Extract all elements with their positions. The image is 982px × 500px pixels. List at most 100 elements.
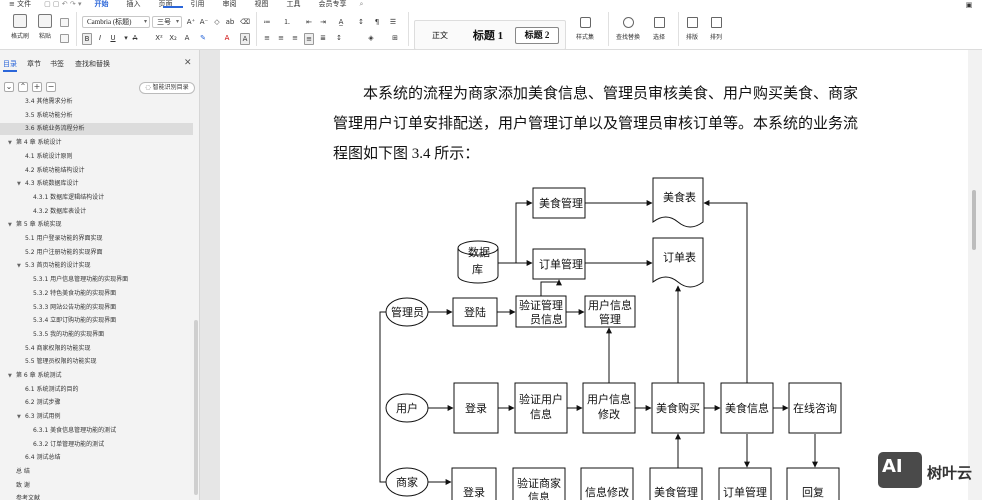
increase-indent-icon[interactable]: ⇥ <box>320 18 326 26</box>
decrease-indent-icon[interactable]: ⇤ <box>306 18 312 26</box>
search-icon[interactable]: ⌕ <box>359 0 364 8</box>
style-normal[interactable]: 正文 <box>432 31 448 40</box>
border-icon[interactable]: ⊞ <box>392 34 398 42</box>
tab-view[interactable]: 视图 <box>254 0 269 8</box>
toc-item[interactable]: 5.3.2 特色美食功能的实现界面 <box>0 288 199 300</box>
toc-item[interactable]: 3.4 其他需求分析 <box>0 96 199 108</box>
align-center-icon[interactable]: ≡ <box>278 34 284 42</box>
close-icon[interactable]: ✕ <box>184 58 192 68</box>
shrink-font-icon[interactable]: A⁻ <box>199 18 209 26</box>
toc-item[interactable]: ▼第 4 章 系统设计 <box>0 137 199 149</box>
toc-item[interactable]: ▼5.3 首页功能的设计实现 <box>0 260 199 272</box>
align-left-icon[interactable]: ≡ <box>264 34 270 42</box>
tab-tools[interactable]: 工具 <box>286 0 301 8</box>
underline-dropdown-icon[interactable]: ▾ <box>124 34 128 42</box>
tab-insert[interactable]: 插入 <box>126 0 141 8</box>
collapse-ribbon-icon[interactable]: ▣ <box>965 1 973 9</box>
nav-tab-find-replace[interactable]: 查找和替换 <box>75 60 110 68</box>
tab-page[interactable]: 页面 <box>158 0 173 8</box>
remove-heading-icon[interactable]: − <box>46 82 56 92</box>
toc-item[interactable]: 5.4 商家权限的功能实现 <box>0 343 199 355</box>
italic-button[interactable]: I <box>98 34 102 42</box>
superscript-button[interactable]: X² <box>155 34 163 42</box>
toc-item[interactable]: 4.3.1 数据库逻辑结构设计 <box>0 192 199 204</box>
toc-item[interactable]: ▼第 5 章 系统实现 <box>0 219 199 231</box>
select-button[interactable]: 选择 <box>653 17 665 41</box>
toc-item[interactable]: 致 谢 <box>0 480 199 492</box>
collapse-icon[interactable]: ⌄ <box>4 82 14 92</box>
toc-item[interactable]: 3.6 系统业务流程分析 <box>0 123 193 136</box>
align-right-icon[interactable]: ≡ <box>292 34 298 42</box>
toc-item[interactable]: 6.4 测试总结 <box>0 452 199 464</box>
arrange-button[interactable]: 排列 <box>710 17 722 41</box>
nav-tab-toc[interactable]: 目录 <box>3 60 17 68</box>
find-replace-button[interactable]: 查找替换 <box>616 17 640 41</box>
toc-item[interactable]: 5.1 用户登录功能的界面实现 <box>0 233 199 245</box>
shading-icon[interactable]: ◈ <box>368 34 374 42</box>
bullet-list-icon[interactable]: ≔ <box>263 18 271 26</box>
toc-item[interactable]: 参考文献 <box>0 493 199 500</box>
copy-icon[interactable] <box>60 34 69 43</box>
tab-home[interactable]: 开始 <box>94 0 109 8</box>
expand-caret-icon[interactable]: ▼ <box>17 181 21 188</box>
toc-item[interactable]: 3.5 系统功能分析 <box>0 110 199 122</box>
paste-button[interactable]: 粘贴 <box>32 14 58 40</box>
scroll-thumb[interactable] <box>972 190 976 250</box>
tab-review[interactable]: 审阅 <box>222 0 237 8</box>
cut-icon[interactable] <box>60 18 69 27</box>
style-heading-1[interactable]: 标题 1 <box>472 30 504 42</box>
expand-caret-icon[interactable]: ▼ <box>8 373 12 379</box>
expand-caret-icon[interactable]: ▼ <box>8 140 12 147</box>
nav-scrollbar[interactable] <box>194 320 198 495</box>
toc-item[interactable]: 5.3.3 网站公告功能的实现界面 <box>0 302 199 314</box>
bold-button[interactable]: B <box>82 33 92 45</box>
chinese-layout-icon[interactable]: A̲ <box>338 18 344 26</box>
text-effect-icon[interactable]: A <box>184 34 190 42</box>
subscript-button[interactable]: X₂ <box>169 34 177 42</box>
toc-item[interactable]: 5.3.5 我的功能的实现界面 <box>0 329 199 341</box>
toc-item[interactable]: 6.3.2 订单管理功能的测试 <box>0 439 199 451</box>
justify-icon[interactable]: ≡ <box>304 33 314 45</box>
document-page[interactable]: 本系统的流程为商家添加美食信息、管理员审核美食、用户购买美食、商家 管理用户订单… <box>220 50 970 500</box>
tab-member[interactable]: 会员专享 <box>318 0 347 8</box>
add-heading-icon[interactable]: + <box>32 82 42 92</box>
font-color-icon[interactable]: A <box>224 34 230 42</box>
toc-item[interactable]: 总 结 <box>0 466 199 478</box>
toc-item[interactable]: 6.2 测试步骤 <box>0 397 199 409</box>
eraser-icon[interactable]: ⌫ <box>240 18 250 26</box>
toc-item[interactable]: 5.3.1 用户信息管理功能的实现界面 <box>0 274 199 286</box>
char-border-icon[interactable]: A <box>240 33 250 45</box>
toc-item[interactable]: 5.5 管理员权限的功能实现 <box>0 356 199 368</box>
expand-caret-icon[interactable]: ▼ <box>17 263 21 270</box>
toc-item[interactable]: 5.3.4 立即订购功能的实现界面 <box>0 315 199 327</box>
file-menu[interactable]: ≡ 文件 <box>9 0 32 8</box>
clear-format-icon[interactable]: ◇ <box>214 18 220 26</box>
tab-references[interactable]: 引用 <box>190 0 205 8</box>
font-name-select[interactable]: Cambria (标题)▾ <box>82 16 150 28</box>
quick-access-icons[interactable]: ▢ ▢ ↶ ↷ ▾ <box>44 0 82 8</box>
toc-item[interactable]: 6.3.1 美食信息管理功能的测试 <box>0 425 199 437</box>
toc-item[interactable]: 6.1 系统测试的目的 <box>0 384 199 396</box>
toc-item[interactable]: 4.2 系统功能结构设计 <box>0 165 199 177</box>
style-set-button[interactable]: 样式集 <box>576 17 594 41</box>
toc-item[interactable]: 4.1 系统设计原则 <box>0 151 199 163</box>
highlight-color-icon[interactable]: ✎ <box>200 34 206 42</box>
distributed-icon[interactable]: ≣ <box>320 34 326 42</box>
format-painter-button[interactable]: 格式刷 <box>7 14 33 40</box>
underline-button[interactable]: U <box>110 34 116 42</box>
expand-caret-icon[interactable]: ▼ <box>17 414 21 421</box>
line-spacing-icon[interactable]: ☰ <box>389 18 397 26</box>
toc-item[interactable]: ▼6.3 测试用例 <box>0 411 199 423</box>
grow-font-icon[interactable]: A⁺ <box>186 18 196 26</box>
expand-icon[interactable]: ⌃ <box>18 82 28 92</box>
toc-item[interactable]: ▼4.3 系统数据库设计 <box>0 178 199 190</box>
document-scrollbar[interactable] <box>968 50 982 500</box>
phonetic-icon[interactable]: ab <box>225 18 235 26</box>
nav-tab-chapter[interactable]: 章节 <box>27 60 41 68</box>
style-heading-2[interactable]: 标题 2 <box>515 27 559 44</box>
expand-caret-icon[interactable]: ▼ <box>8 222 12 229</box>
show-marks-icon[interactable]: ¶ <box>374 18 380 26</box>
toc-item[interactable]: 4.3.2 数据库表设计 <box>0 206 199 218</box>
font-size-select[interactable]: 三号▾ <box>152 16 182 28</box>
nav-tab-bookmark[interactable]: 书签 <box>50 60 64 68</box>
